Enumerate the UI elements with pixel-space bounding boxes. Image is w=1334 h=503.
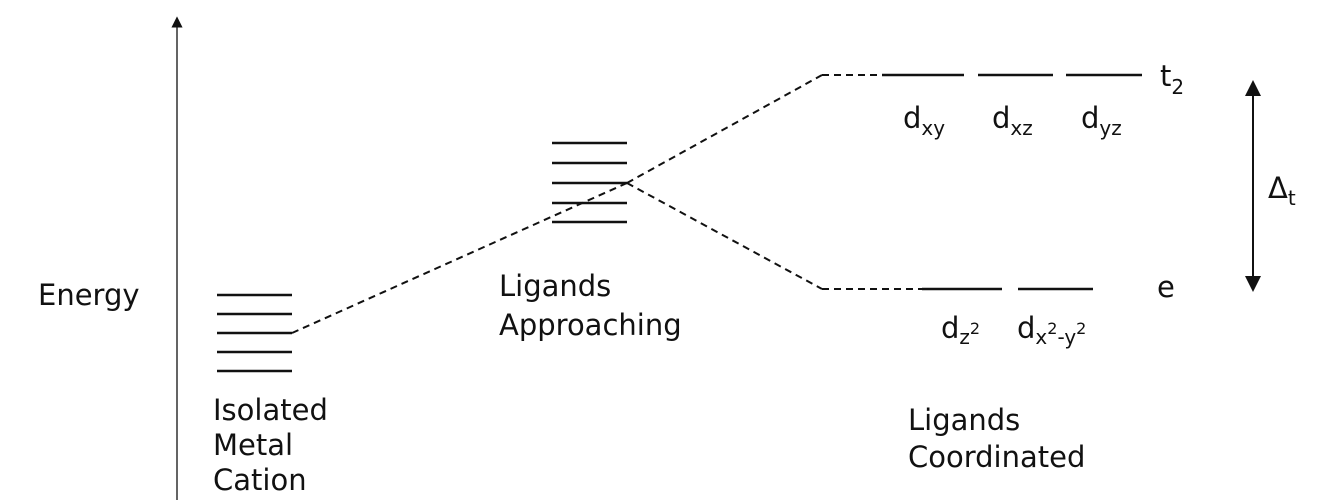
connector-up: [626, 74, 823, 184]
coordinated-caption-line2: Coordinated: [908, 440, 1085, 474]
isolated-caption-line1: Isolated: [213, 393, 328, 427]
coordinated-caption: Ligands Coordinated: [908, 403, 1085, 474]
coordinated-caption-line1: Ligands: [908, 403, 1020, 437]
approaching-caption-line2: Approaching: [499, 308, 682, 342]
t2-set-label: t2: [1160, 59, 1184, 99]
splitting-label: Δt: [1268, 171, 1296, 210]
isolated-levels: [217, 293, 292, 373]
e-set-label: e: [1157, 270, 1175, 304]
approaching-caption: Ligands Approaching: [499, 269, 682, 342]
isolated-caption-line2: Metal: [213, 428, 293, 462]
isolated-caption-line3: Cation: [213, 463, 307, 497]
dxy-label: dxy: [903, 101, 945, 140]
dx2y2-label: dx2-y2: [1017, 311, 1086, 349]
dz2-label: dz2: [941, 311, 980, 349]
connectors: [291, 74, 922, 334]
energy-axis-label: Energy: [38, 278, 140, 312]
dxz-label: dxz: [992, 101, 1033, 140]
connector-rise: [291, 182, 628, 334]
dyz-label: dyz: [1081, 101, 1122, 140]
isolated-caption: Isolated Metal Cation: [213, 393, 328, 497]
approaching-caption-line1: Ligands: [499, 269, 611, 303]
connector-down: [626, 182, 823, 290]
approaching-levels: [552, 141, 627, 224]
